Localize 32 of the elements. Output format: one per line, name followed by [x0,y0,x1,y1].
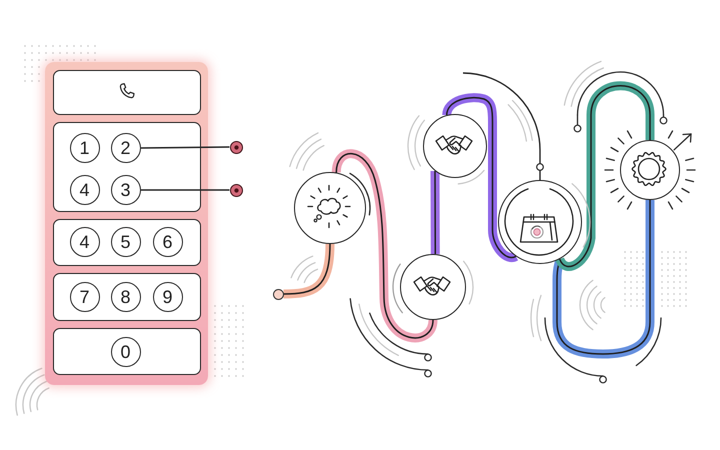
keypad-row [53,122,201,212]
connector-line [462,72,541,180]
keypad-key: 5 [110,226,140,256]
keypad-key: 8 [110,282,140,312]
timeline-path [332,149,438,342]
keypad-key: 2 [110,132,140,162]
keypad-key: 9 [152,282,182,312]
connector-dot [230,140,242,154]
keypad-key: 1 [70,132,100,162]
keypad-panel [45,62,208,385]
keypad-key: 6 [152,226,182,256]
keypad-key: 4 [70,174,100,204]
connector-dot [230,184,242,196]
leader-line [141,189,230,191]
timeline-path [442,93,518,262]
milestone-circle [498,180,582,264]
keypad-key: 4 [70,226,100,256]
keypad-key: 3 [110,174,140,204]
timeline-path [556,81,654,271]
keypad-key: 7 [70,282,100,312]
keypad-row [53,70,201,115]
keypad-row [53,219,201,266]
start-dot [272,288,284,300]
milestone-circle [423,114,487,178]
timeline-path [552,200,654,358]
timeline-path [283,244,334,298]
keypad-row [53,328,201,375]
leader-line [141,146,230,149]
milestone-circle [620,140,680,200]
timeline-path [430,170,440,254]
keypad-row [53,273,201,321]
keypad-key: 0 [110,336,140,366]
